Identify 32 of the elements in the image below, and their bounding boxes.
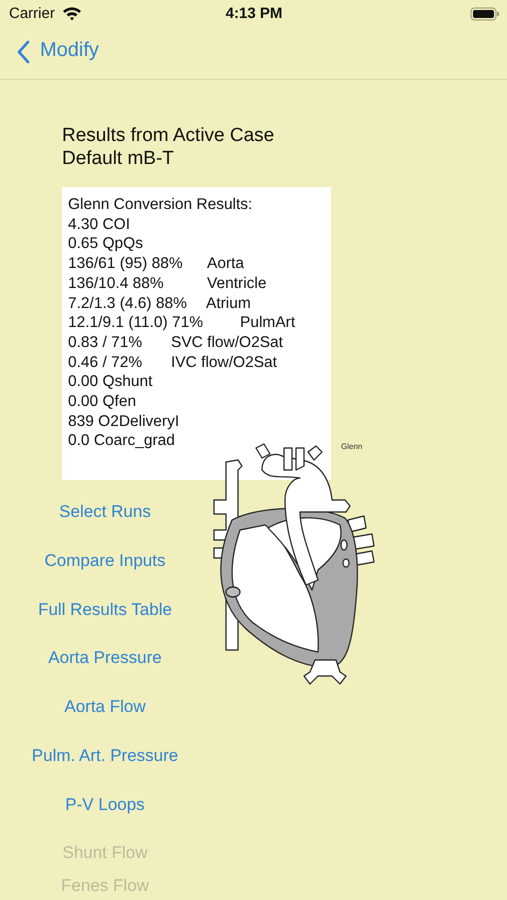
result-name: Atrium bbox=[206, 294, 251, 312]
result-name: SVC flow/O2Sat bbox=[171, 334, 283, 352]
menu-button: Pulm. Art. Pressure bbox=[32, 746, 178, 766]
menu-button: Select Runs bbox=[59, 502, 151, 522]
result-value: 136/10.4 88% bbox=[68, 274, 164, 293]
menu-button: Compare Inputs bbox=[44, 551, 166, 571]
result-name: Aorta bbox=[207, 255, 244, 273]
result-value: 0.83 / 71% bbox=[68, 334, 142, 352]
result-value: 839 O2DeliveryI bbox=[68, 412, 180, 430]
menu-button: Aorta Flow bbox=[64, 697, 146, 717]
results-heading: Results from Active Case bbox=[62, 125, 274, 147]
result-value: 4.30 COI bbox=[68, 216, 130, 234]
result-value: 7.2/1.3 (4.6) 88% bbox=[68, 294, 187, 312]
menu-button: P-V Loops bbox=[65, 795, 145, 815]
drawing-caption: Glenn bbox=[341, 442, 362, 452]
result-value: 136/61 (95) 88% bbox=[68, 255, 183, 273]
result-value: Glenn Conversion Results: bbox=[68, 196, 252, 214]
result-value: 0.65 QpQs bbox=[68, 235, 143, 254]
result-name: IVC flow/O2Sat bbox=[171, 354, 277, 372]
case-name: Default mB-T bbox=[62, 148, 174, 170]
menu-button: Aorta Pressure bbox=[48, 648, 162, 668]
result-name: Ventricle bbox=[207, 274, 266, 293]
clock-time: 4:13 PM bbox=[226, 5, 282, 22]
result-value: 0.00 Qfen bbox=[68, 393, 136, 411]
result-value: 0.46 / 72% bbox=[68, 354, 142, 372]
menu-button: Full Results Table bbox=[38, 600, 172, 620]
result-value: 0.0 Coarc_grad bbox=[68, 432, 175, 450]
result-value: 0.00 Qshunt bbox=[68, 373, 152, 392]
carrier-label: Carrier bbox=[9, 5, 55, 22]
back-button: Modify bbox=[40, 39, 99, 62]
result-value: 12.1/9.1 (11.0) 71% bbox=[68, 314, 203, 332]
result-name: PulmArt bbox=[240, 314, 296, 332]
